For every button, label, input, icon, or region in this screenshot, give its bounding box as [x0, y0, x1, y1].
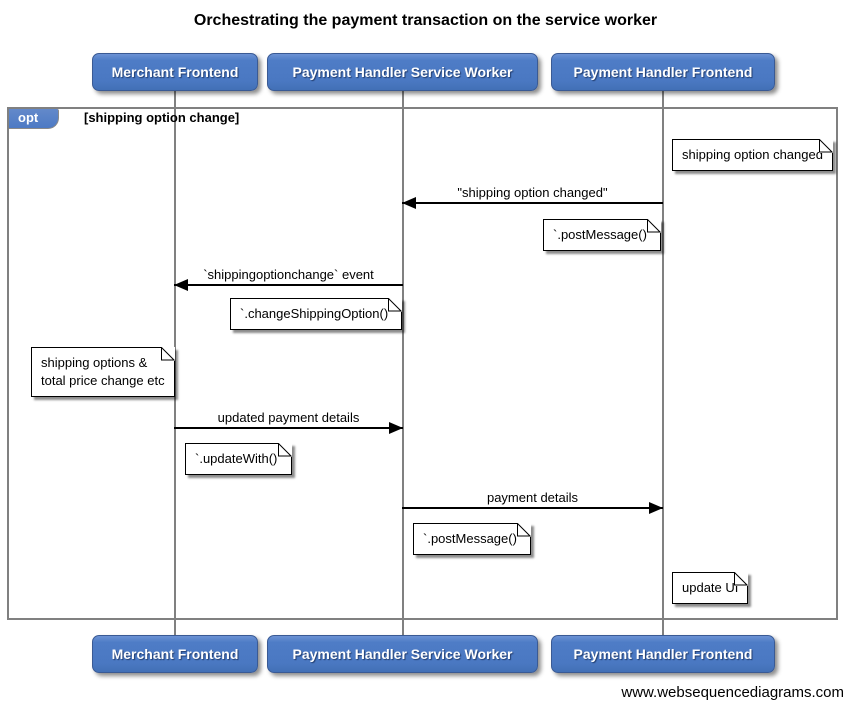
note-text: `.updateWith()`	[195, 451, 282, 466]
actor-payment-handler-service-worker-top: Payment Handler Service Worker	[267, 53, 538, 91]
note-postmessage-1: `.postMessage()`	[543, 219, 662, 251]
actor-payment-handler-frontend-top: Payment Handler Frontend	[551, 53, 775, 91]
arrow-line	[174, 427, 403, 429]
message-label: `shippingoptionchange` event	[203, 267, 374, 282]
lifeline-merchant-frontend	[174, 91, 176, 635]
actor-merchant-frontend-top: Merchant Frontend	[92, 53, 258, 91]
note-text: update UI	[682, 580, 739, 595]
actor-merchant-frontend-bottom: Merchant Frontend	[92, 635, 258, 673]
note-fold-icon	[277, 443, 292, 457]
actor-payment-handler-service-worker-bottom: Payment Handler Service Worker	[267, 635, 538, 673]
note-fold-icon	[160, 347, 175, 361]
diagram-title: Orchestrating the payment transaction on…	[193, 12, 658, 29]
arrow-line	[402, 202, 663, 204]
opt-guard-condition: [shipping option change]	[84, 110, 240, 125]
message-label: payment details	[486, 490, 579, 505]
watermark-url: www.websequencediagrams.com	[621, 684, 844, 701]
opt-fragment-frame: opt [shipping option change]	[7, 107, 838, 620]
arrowhead-right-icon	[389, 422, 403, 434]
lifeline-payment-handler-service-worker	[402, 91, 404, 635]
actor-label: Merchant Frontend	[111, 64, 239, 80]
note-text: shipping option changed	[682, 147, 823, 162]
message-shipping-option-changed: "shipping option changed"	[402, 184, 663, 209]
note-postmessage-2: `.postMessage()`	[413, 523, 532, 555]
note-fold-icon	[388, 298, 403, 312]
message-shippingoptionchange-event: `shippingoptionchange` event	[174, 266, 403, 291]
actor-label: Payment Handler Frontend	[573, 646, 753, 662]
actor-label: Merchant Frontend	[111, 646, 239, 662]
arrowhead-left-icon	[402, 197, 416, 209]
note-text: `.postMessage()`	[423, 531, 522, 546]
note-text: shipping options & total price change et…	[41, 355, 165, 388]
note-updatewith: `.updateWith()`	[185, 443, 292, 475]
note-shipping-options-total-price: shipping options & total price change et…	[31, 347, 175, 397]
arrowhead-right-icon	[649, 502, 663, 514]
arrow-line	[174, 284, 403, 286]
message-label: updated payment details	[217, 410, 360, 425]
actor-label: Payment Handler Service Worker	[292, 64, 513, 80]
note-change-shipping-option: `.changeShippingOption()`	[230, 298, 403, 330]
actor-label: Payment Handler Service Worker	[292, 646, 513, 662]
note-fold-icon	[647, 219, 662, 233]
note-fold-icon	[734, 572, 749, 586]
message-updated-payment-details: updated payment details	[174, 409, 403, 434]
lifeline-payment-handler-frontend	[662, 91, 664, 635]
note-fold-icon	[517, 523, 532, 537]
actor-label: Payment Handler Frontend	[573, 64, 753, 80]
message-payment-details: payment details	[402, 489, 663, 514]
note-fold-icon	[818, 139, 833, 153]
opt-operator-tab: opt	[9, 109, 59, 129]
message-label: "shipping option changed"	[457, 185, 608, 200]
note-shipping-option-changed: shipping option changed	[672, 139, 833, 171]
note-text: `.postMessage()`	[553, 227, 652, 242]
arrowhead-left-icon	[174, 279, 188, 291]
arrow-line	[402, 507, 663, 509]
note-update-ui: update UI	[672, 572, 749, 604]
actor-payment-handler-frontend-bottom: Payment Handler Frontend	[551, 635, 775, 673]
note-text: `.changeShippingOption()`	[240, 306, 393, 321]
